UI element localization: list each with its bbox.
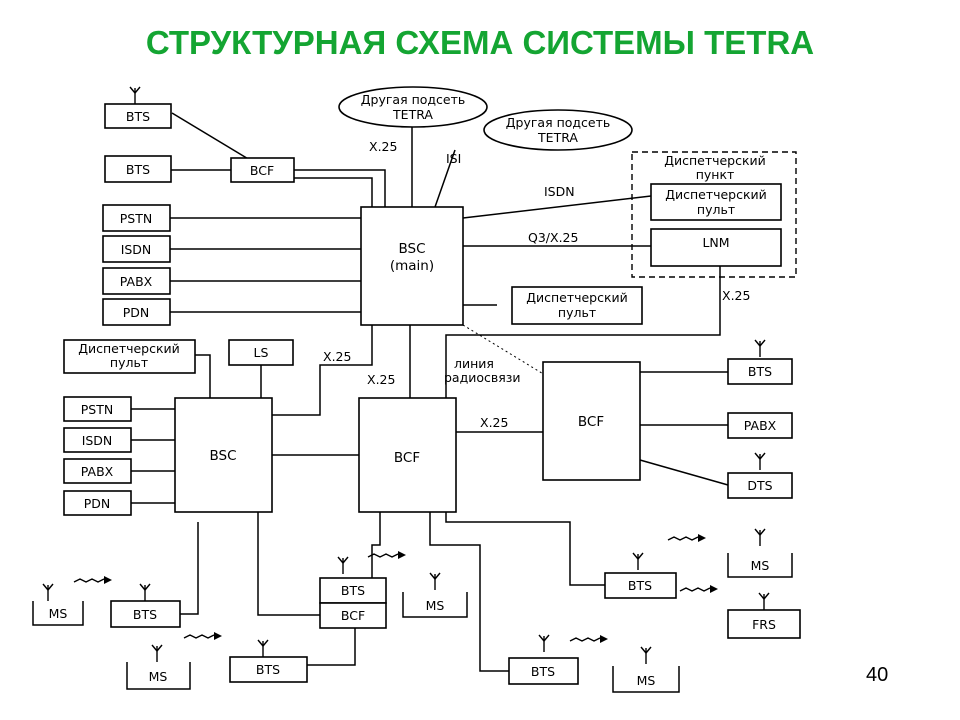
ls-node: LS bbox=[228, 339, 294, 366]
isdn-node: ISDN bbox=[102, 235, 171, 263]
svg-text:ISDN: ISDN bbox=[82, 433, 113, 448]
bcf-node: BCF bbox=[542, 361, 641, 481]
svg-text:PABX: PABX bbox=[81, 464, 114, 479]
bcf-node: BCF bbox=[230, 157, 295, 183]
link-label-radio-line1: линия bbox=[454, 356, 494, 371]
bsc-node: BSC bbox=[174, 397, 273, 513]
svg-text:BTS: BTS bbox=[126, 109, 150, 124]
page-title: СТРУКТУРНАЯ СХЕМА СИСТЕМЫ TETRA bbox=[145, 24, 815, 61]
ms-node: MS bbox=[727, 553, 793, 578]
svg-text:BTS: BTS bbox=[133, 607, 157, 622]
bts-node: BTS bbox=[229, 656, 308, 683]
bts-node: BTS bbox=[604, 572, 677, 599]
bsc-main-node: BSC (main) bbox=[360, 206, 464, 326]
link-label-x25: X.25 bbox=[369, 139, 397, 154]
dispatcher-console-node: Диспетчерский пульт bbox=[650, 183, 782, 221]
link-label-x25: X.25 bbox=[480, 415, 508, 430]
svg-text:пункт: пункт bbox=[696, 167, 735, 182]
svg-text:LNM: LNM bbox=[702, 235, 729, 250]
svg-text:PABX: PABX bbox=[744, 418, 777, 433]
svg-text:BCF: BCF bbox=[578, 414, 604, 430]
ms-node: MS bbox=[612, 666, 680, 693]
link-label-isi: ISI bbox=[446, 151, 461, 166]
bts-node: BTS bbox=[508, 657, 579, 685]
svg-text:ISDN: ISDN bbox=[121, 242, 152, 257]
dispatcher-point-group: Диспетчерский пункт bbox=[631, 151, 797, 278]
link-label-q3-x25: Q3/X.25 bbox=[528, 230, 578, 245]
lnm-node: LNM bbox=[650, 228, 782, 267]
bts-node: BTS bbox=[727, 358, 793, 385]
svg-text:BTS: BTS bbox=[256, 662, 280, 677]
bts-node: BTS bbox=[104, 155, 172, 183]
svg-text:MS: MS bbox=[751, 558, 770, 573]
svg-text:пульт: пульт bbox=[110, 355, 148, 370]
svg-text:PSTN: PSTN bbox=[81, 402, 113, 417]
pstn-node: PSTN bbox=[102, 204, 171, 232]
ms-node: MS bbox=[32, 601, 84, 626]
svg-text:PSTN: PSTN bbox=[120, 211, 152, 226]
other-subnet-cloud-1 bbox=[338, 86, 488, 128]
pstn-node: PSTN bbox=[63, 396, 132, 422]
bcf-node: BCF bbox=[358, 397, 457, 513]
svg-text:PABX: PABX bbox=[120, 274, 153, 289]
other-subnet-1-line1: Другая подсеть bbox=[361, 92, 466, 107]
svg-text:MS: MS bbox=[149, 669, 168, 684]
pabx-node: PABX bbox=[63, 458, 132, 484]
svg-text:пульт: пульт bbox=[558, 305, 596, 320]
svg-text:PDN: PDN bbox=[84, 496, 111, 511]
svg-text:PDN: PDN bbox=[123, 305, 150, 320]
link-label-x25: X.25 bbox=[367, 372, 395, 387]
svg-text:(main): (main) bbox=[390, 258, 434, 274]
svg-text:FRS: FRS bbox=[752, 617, 776, 632]
pdn-node: PDN bbox=[63, 490, 132, 516]
bts-node: BTS bbox=[110, 600, 181, 628]
svg-text:DTS: DTS bbox=[747, 478, 772, 493]
link-label-isdn: ISDN bbox=[544, 184, 575, 199]
svg-text:пульт: пульт bbox=[697, 202, 735, 217]
svg-text:BCF: BCF bbox=[394, 450, 420, 466]
isdn-node: ISDN bbox=[63, 427, 132, 453]
svg-text:BTS: BTS bbox=[531, 664, 555, 679]
other-subnet-cloud-2 bbox=[483, 109, 633, 151]
dispatcher-console-node: Диспетчерский пульт bbox=[511, 286, 643, 325]
other-subnet-2-line1: Другая подсеть bbox=[506, 115, 611, 130]
pabx-node: PABX bbox=[727, 412, 793, 439]
other-subnet-1-line2: TETRA bbox=[392, 107, 433, 122]
svg-text:MS: MS bbox=[426, 598, 445, 613]
svg-text:BTS: BTS bbox=[628, 578, 652, 593]
frs-node: FRS bbox=[727, 609, 801, 639]
svg-text:BCF: BCF bbox=[341, 608, 365, 623]
ms-node: MS bbox=[402, 592, 468, 618]
svg-text:Диспетчерский: Диспетчерский bbox=[664, 153, 766, 168]
pdn-node: PDN bbox=[102, 298, 171, 326]
svg-text:Диспетчерский: Диспетчерский bbox=[526, 290, 628, 305]
bts-node: BTS bbox=[104, 103, 172, 129]
svg-text:BTS: BTS bbox=[748, 364, 772, 379]
svg-text:BCF: BCF bbox=[250, 163, 274, 178]
dts-node: DTS bbox=[727, 472, 793, 499]
svg-text:LS: LS bbox=[254, 345, 269, 360]
svg-text:Диспетчерский: Диспетчерский bbox=[78, 341, 180, 356]
link-label-x25: X.25 bbox=[323, 349, 351, 364]
svg-text:Диспетчерский: Диспетчерский bbox=[665, 187, 767, 202]
other-subnet-2-line2: TETRA bbox=[537, 130, 578, 145]
svg-text:BTS: BTS bbox=[341, 583, 365, 598]
link-label-x25: X.25 bbox=[722, 288, 750, 303]
svg-text:MS: MS bbox=[637, 673, 656, 688]
pabx-node: PABX bbox=[102, 267, 171, 295]
svg-text:BSC: BSC bbox=[398, 241, 425, 257]
link-label-radio-line2: радиосвязи bbox=[444, 370, 521, 385]
svg-text:BTS: BTS bbox=[126, 162, 150, 177]
page-number: 40 bbox=[866, 664, 889, 686]
connection-lines bbox=[131, 112, 729, 672]
svg-text:MS: MS bbox=[49, 606, 68, 621]
svg-text:BSC: BSC bbox=[209, 448, 236, 464]
bts-bcf-stack-node: BTS BCF bbox=[319, 577, 387, 629]
dispatcher-console-node: Диспетчерский пульт bbox=[63, 339, 196, 374]
ms-node: MS bbox=[126, 662, 191, 690]
